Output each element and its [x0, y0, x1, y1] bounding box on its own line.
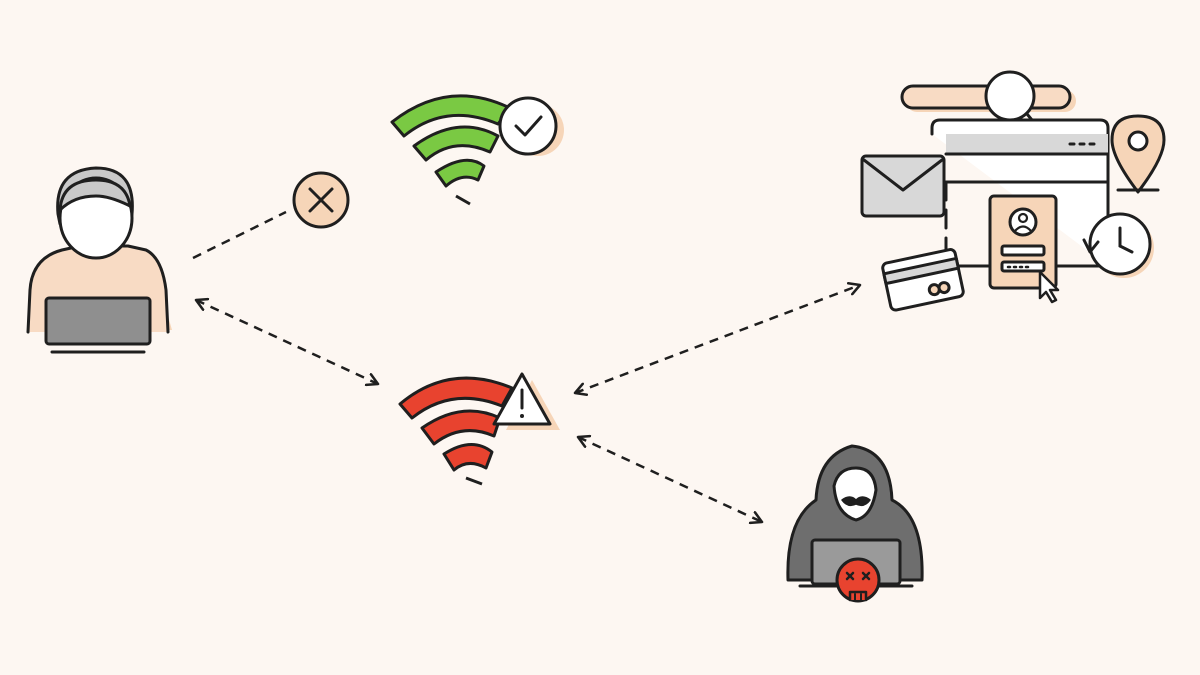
history-clock-icon: [1082, 212, 1154, 278]
check-badge-icon: [498, 96, 564, 156]
login-form-icon: [988, 194, 1058, 290]
connection-rogue-wifi-hacker: [578, 437, 762, 522]
rogue-wifi-arcs: [398, 376, 514, 486]
connection-user-rogue-wifi: [196, 300, 378, 384]
online-services-icon: [860, 70, 1166, 312]
user-with-laptop-icon: [26, 166, 172, 354]
warning-triangle-icon: [492, 372, 560, 430]
location-pin-icon: [1110, 114, 1166, 194]
hooded-hacker-icon: [786, 444, 924, 603]
connection-rogue-wifi-services: [575, 285, 860, 393]
cursor-icon: [1038, 270, 1060, 304]
wifi-check-icon: [390, 94, 564, 206]
connection-user-to-blocked: [192, 210, 287, 260]
credit-card-icon: [881, 248, 965, 312]
mail-icon: [860, 154, 946, 218]
skull-icon: [835, 557, 881, 603]
safe-wifi-arcs: [390, 94, 512, 206]
browser-window-icon: [930, 118, 1110, 268]
connection-lines: [192, 210, 860, 522]
x-circle-icon: [292, 171, 350, 229]
wifi-warning-icon: [398, 372, 560, 486]
